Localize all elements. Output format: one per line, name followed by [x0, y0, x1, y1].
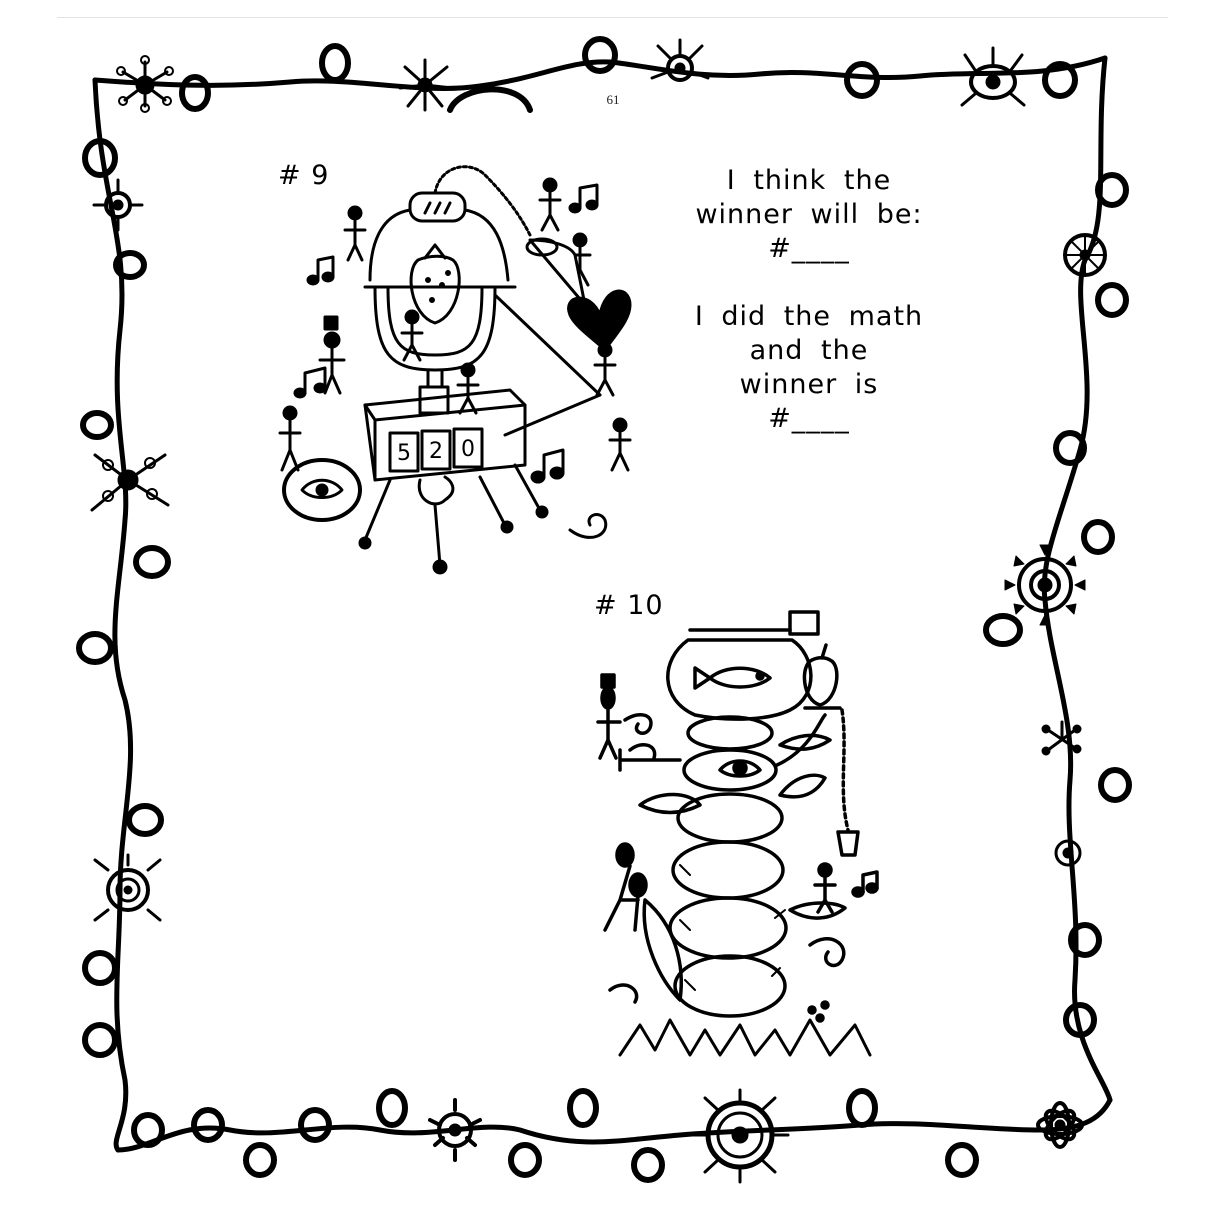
- x-star-icon: [1041, 720, 1082, 756]
- counter-digit-box: [452, 427, 484, 469]
- leaf-icon: [778, 733, 832, 751]
- guess-line-1: I think the: [726, 165, 892, 196]
- leaf-icon: [788, 901, 847, 920]
- target-icon: [92, 178, 144, 232]
- starburst-icon: [116, 55, 174, 113]
- eye-burst-icon: [650, 38, 710, 82]
- eye-icon: [718, 759, 762, 778]
- fish-icon: [708, 666, 772, 689]
- music-note-icon: [293, 366, 327, 399]
- target-icon: [1054, 839, 1082, 867]
- strawberry-icon: [409, 243, 461, 325]
- goggle-icon: [408, 191, 467, 223]
- stick-figure-icon: [343, 205, 367, 262]
- answer-line-1: I did the math: [694, 301, 924, 332]
- leaf-icon: [638, 792, 702, 815]
- illustration-label-9: # 9: [278, 160, 330, 191]
- leaf-icon: [642, 898, 683, 1002]
- stick-figure-icon: [538, 177, 562, 232]
- guess-blank[interactable]: #____: [768, 233, 850, 264]
- stick-figure-icon: [456, 362, 480, 415]
- illustration-10-stacked-stones: [596, 610, 879, 1057]
- winner-prompt: I think the winner will be: #____ I did …: [668, 164, 950, 436]
- svg-text:5: 5: [397, 441, 411, 466]
- counter-digit-box: [420, 429, 452, 471]
- eye-burst-icon: [960, 46, 1026, 107]
- answer-line-2: and the: [749, 335, 869, 366]
- illustration-9-doodle-machine: 5 2 0: [278, 165, 632, 575]
- leaf-icon: [778, 773, 827, 799]
- music-note-icon: [851, 870, 879, 898]
- stick-figure-icon: [603, 842, 648, 932]
- top-hat-figure-icon: [596, 673, 622, 760]
- acorn-icon: [836, 830, 860, 857]
- wheel-icon: [1063, 233, 1107, 277]
- illustration-label-10: # 10: [594, 590, 664, 621]
- stick-figure-icon: [608, 417, 632, 472]
- top-hat-figure-icon: [318, 315, 346, 395]
- apple-icon: [802, 643, 842, 710]
- counter-digit-box: [388, 431, 420, 473]
- eye-icon: [282, 458, 362, 522]
- snowflake-icon: [90, 453, 170, 512]
- flower-icon: [1036, 1101, 1084, 1149]
- stick-figure-icon: [813, 862, 837, 914]
- sun-icon: [428, 1098, 482, 1162]
- stick-figure-icon: [568, 232, 592, 287]
- page-number: 61: [606, 92, 620, 107]
- target-icon: [93, 853, 162, 922]
- stick-figure-icon: [593, 342, 617, 397]
- music-note-icon: [530, 448, 565, 484]
- carrot-icon: [525, 237, 587, 307]
- heart-icon: [567, 289, 632, 352]
- spiky-sun-icon: [1004, 544, 1086, 626]
- striped-sun-icon: [690, 1088, 790, 1184]
- fishbowl-icon: [666, 628, 813, 721]
- stick-figure-icon: [400, 309, 424, 362]
- svg-text:2: 2: [429, 439, 443, 464]
- guess-line-2: winner will be:: [695, 199, 923, 230]
- music-note-icon: [568, 183, 599, 214]
- lantern-icon: [788, 610, 820, 636]
- answer-blank[interactable]: #____: [768, 403, 850, 434]
- page-top-rule: [57, 17, 1168, 18]
- flower-burst-icon: [398, 58, 454, 112]
- answer-line-3: winner is: [739, 369, 879, 400]
- spacer: [668, 266, 950, 300]
- svg-text:0: 0: [461, 437, 475, 462]
- stick-figure-icon: [278, 405, 302, 472]
- music-note-icon: [306, 255, 335, 286]
